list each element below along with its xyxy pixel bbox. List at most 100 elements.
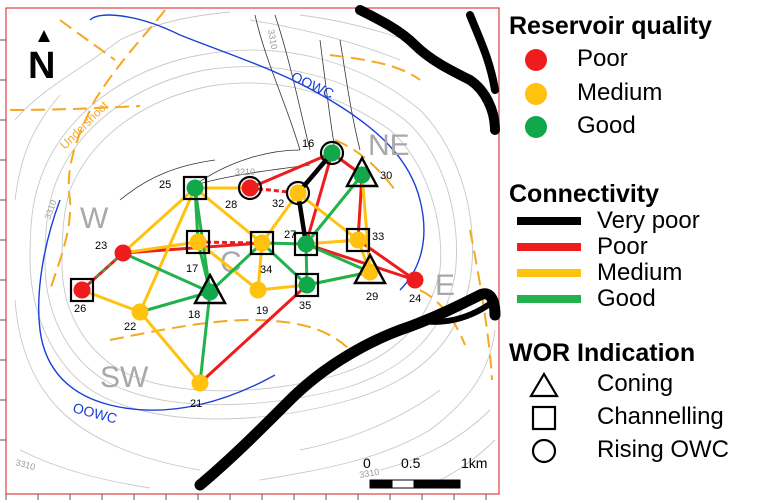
well-label: 30 xyxy=(380,170,392,182)
contour-label: 3210 xyxy=(235,167,255,177)
well-label: 17 xyxy=(186,263,198,275)
connection-27-24 xyxy=(305,242,416,282)
well-dot xyxy=(131,303,149,321)
well-23[interactable]: 23 xyxy=(95,240,132,262)
region-label-ne: NE xyxy=(368,129,410,162)
connection-25-22 xyxy=(138,187,197,313)
legend-label: Good xyxy=(577,112,636,139)
well-label: 18 xyxy=(188,309,200,321)
well-dot xyxy=(114,244,132,262)
well-dot xyxy=(323,144,341,162)
well-17[interactable]: 17 xyxy=(185,229,211,275)
legend: Reservoir quality Poor Medium Good Conne… xyxy=(505,0,774,503)
good-dot-icon xyxy=(525,116,547,138)
well-label: 27 xyxy=(284,229,296,241)
reservoir-map: NE W E SW C OOWC OOWC Undershoot 3310 33… xyxy=(0,5,501,500)
connection-22-26 xyxy=(81,288,141,314)
rising-owc-circle-icon xyxy=(319,140,345,166)
connection-16-28 xyxy=(249,151,333,190)
circle-icon xyxy=(531,438,557,464)
well-dot xyxy=(298,276,316,294)
well-dot xyxy=(253,234,271,252)
legend-label: Very poor xyxy=(597,207,700,234)
coning-triangle-icon xyxy=(352,252,388,285)
well-label: 26 xyxy=(74,303,86,315)
well-label: 29 xyxy=(366,291,378,303)
well-label: 32 xyxy=(272,198,284,210)
oowc-line-north xyxy=(89,14,425,291)
well-28[interactable]: 28 xyxy=(225,175,263,211)
well-label: 19 xyxy=(256,305,268,317)
well-label: 25 xyxy=(159,179,171,191)
well-label: 22 xyxy=(124,321,136,333)
channelling-square-icon xyxy=(249,230,275,256)
well-19[interactable]: 19 xyxy=(249,281,269,318)
frame-ticks xyxy=(0,39,487,500)
legend-quality-title: Reservoir quality xyxy=(509,12,712,40)
thick-fault-north xyxy=(355,5,500,135)
north-arrow-icon: N xyxy=(28,30,55,87)
well-34[interactable]: 34 xyxy=(249,230,275,276)
well-label: 34 xyxy=(260,264,272,276)
connection-27-33 xyxy=(305,238,359,246)
well-29[interactable]: 29 xyxy=(352,252,388,303)
scale-bar: 0 0.5 1km xyxy=(363,455,487,489)
good-line-icon xyxy=(517,295,581,303)
square-icon xyxy=(531,405,557,431)
legend-label: Coning xyxy=(597,370,674,397)
well-label: 28 xyxy=(225,199,237,211)
well-27[interactable]: 27 xyxy=(284,229,319,257)
well-label: 16 xyxy=(302,138,314,150)
well-dot xyxy=(241,179,259,197)
channelling-square-icon xyxy=(293,231,319,257)
triangle-icon xyxy=(529,372,559,398)
thick-fault-ne xyxy=(466,11,499,94)
channelling-square-icon xyxy=(345,227,371,253)
well-35[interactable]: 35 xyxy=(294,272,320,312)
channelling-square-icon xyxy=(294,272,320,298)
thick-fault-se xyxy=(417,297,498,325)
well-dot xyxy=(189,233,207,251)
well-dot xyxy=(249,281,267,299)
well-dot xyxy=(289,184,307,202)
well-26[interactable]: 26 xyxy=(69,277,95,315)
legend-connectivity-title: Connectivity xyxy=(509,180,660,208)
scale-tick-1km: 1km xyxy=(461,455,487,471)
rising-owc-circle-icon xyxy=(285,180,311,206)
region-label-sw: SW xyxy=(100,361,149,394)
connection-18-21 xyxy=(198,291,212,384)
connection-23-18 xyxy=(122,251,211,294)
connection-34-35 xyxy=(260,241,309,287)
well-21[interactable]: 21 xyxy=(190,374,209,411)
poor-line-icon xyxy=(517,243,581,251)
connection-16-32 xyxy=(296,151,334,195)
very-poor-line-icon xyxy=(517,217,581,225)
well-32[interactable]: 32 xyxy=(272,180,311,210)
connection-17-18 xyxy=(196,241,212,293)
well-24[interactable]: 24 xyxy=(406,271,424,306)
well-30[interactable]: 30 xyxy=(344,155,392,188)
well-16[interactable]: 16 xyxy=(302,138,345,166)
rising-owc-circle-icon xyxy=(237,175,263,201)
well-18[interactable]: 18 xyxy=(188,272,228,321)
connection-23-26 xyxy=(81,252,124,291)
undershoot-line xyxy=(9,9,493,381)
well-dot xyxy=(201,283,219,301)
well-22[interactable]: 22 xyxy=(124,303,149,334)
legend-label: Poor xyxy=(577,45,628,72)
coning-triangle-icon xyxy=(192,272,228,305)
channelling-square-icon xyxy=(182,175,208,201)
well-33[interactable]: 33 xyxy=(345,227,384,253)
poor-dot-icon xyxy=(525,49,547,71)
connection-18-34 xyxy=(208,241,264,294)
well-dot xyxy=(349,231,367,249)
well-label: 35 xyxy=(299,300,311,312)
scale-tick-0: 0 xyxy=(363,455,371,471)
legend-label: Medium xyxy=(577,79,663,106)
contour-label: 3310 xyxy=(266,29,279,50)
well-label: 21 xyxy=(190,398,202,410)
connection-22-21 xyxy=(138,311,202,384)
well-dot xyxy=(353,166,371,184)
scale-tick-half: 0.5 xyxy=(401,455,421,471)
well-25[interactable]: 25 xyxy=(159,175,208,201)
